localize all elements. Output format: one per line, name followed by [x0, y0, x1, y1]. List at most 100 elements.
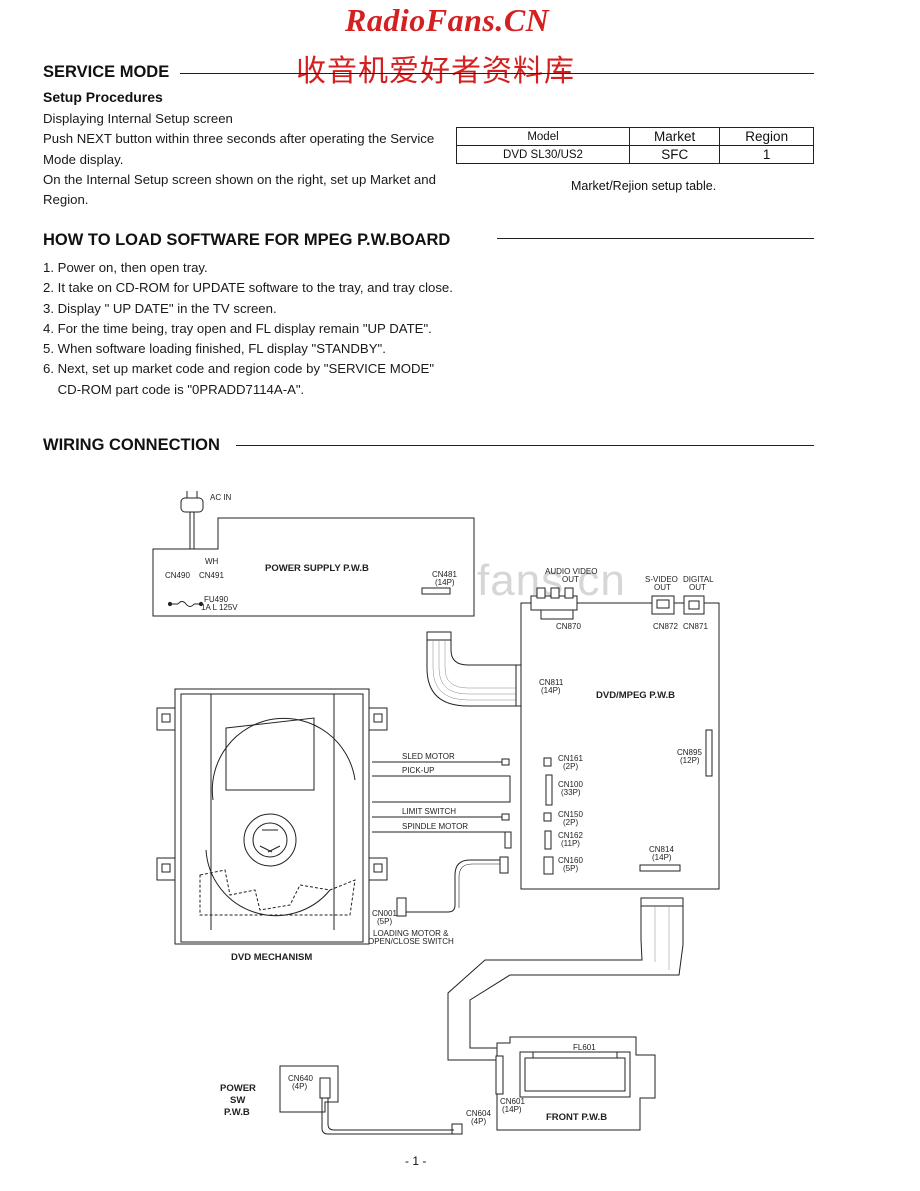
cn161-label: CN161 [558, 754, 583, 763]
ac-in-label: AC IN [210, 493, 232, 502]
fl601-display [519, 1051, 631, 1098]
cn640-label: CN640 [288, 1074, 313, 1083]
service-line-3: Mode display. [43, 151, 124, 167]
cn895-pins: (12P) [680, 756, 700, 765]
service-mode-rule [180, 73, 814, 74]
cn870-label: CN870 [556, 622, 581, 631]
wiring-title: WIRING CONNECTION [43, 436, 224, 455]
cn001-label: CN001 [372, 909, 397, 918]
loading-motor-label: LOADING MOTOR & [373, 929, 449, 938]
s-video-label: S-VIDEO [645, 575, 678, 584]
cn814-connector [639, 864, 681, 872]
service-line-1: Displaying Internal Setup screen [43, 111, 233, 126]
cn481-connector [421, 587, 451, 595]
sled-motor-plug [501, 758, 510, 766]
power-sw-label-2: SW [230, 1095, 245, 1106]
dvd-mpeg-label: DVD/MPEG P.W.B [596, 690, 675, 701]
cn162-label: CN162 [558, 831, 583, 840]
digital-out-label: OUT [689, 583, 706, 592]
table-caption: Market/Rejion setup table. [571, 179, 717, 193]
loading-motor-plug [499, 856, 509, 874]
cn640-connector [319, 1077, 331, 1099]
open-close-label: OPEN/CLOSE SWITCH [368, 937, 454, 946]
cn895-connector [705, 729, 713, 777]
cn871-label: CN871 [683, 622, 708, 631]
step-2: 2. It take on CD-ROM for UPDATE software… [43, 280, 453, 296]
cn162-pins: (11P) [561, 839, 580, 848]
cn001-pins: (5P) [377, 917, 392, 926]
audio-video-out-label: OUT [562, 575, 579, 584]
brand-watermark-en: RadioFans.CN [345, 2, 550, 38]
power-supply-board [152, 517, 475, 617]
cn490-label: CN490 [165, 571, 190, 580]
pick-up-label: PICK-UP [402, 766, 434, 775]
service-line-2: Push NEXT button within three seconds af… [43, 131, 435, 147]
dvd-mpeg-board [520, 602, 720, 890]
power-supply-label: POWER SUPPLY P.W.B [265, 563, 369, 574]
th-region: Region [719, 127, 814, 146]
dvd-mechanism-label: DVD MECHANISM [231, 952, 312, 963]
fuse-rating-label: 1A L 125V [201, 603, 238, 612]
cn811-pins: (14P) [541, 686, 561, 695]
page-number: - 1 - [405, 1154, 427, 1168]
ribbon-cable-cn481 [426, 631, 525, 707]
cn001-connector [396, 897, 407, 917]
power-sw-cable [321, 1098, 454, 1135]
cn872-label: CN872 [653, 622, 678, 631]
cn150-pins: (2P) [563, 818, 578, 827]
power-sw-label-3: P.W.B [224, 1107, 250, 1118]
cn601-label: CN601 [500, 1097, 525, 1106]
step-3: 3. Display " UP DATE" in the TV screen. [43, 300, 277, 316]
limit-switch-plug [501, 813, 510, 821]
step-1: 1. Power on, then open tray. [43, 260, 208, 275]
td-region: 1 [719, 145, 814, 164]
loading-motor-wire [405, 859, 505, 913]
s-video-out-label: OUT [654, 583, 671, 592]
sled-motor-label: SLED MOTOR [402, 752, 455, 761]
power-sw-label-1: POWER [220, 1083, 256, 1094]
wiring-rule [236, 445, 814, 446]
cn150-connector [543, 812, 552, 822]
limit-switch-label: LIMIT SWITCH [402, 807, 456, 816]
load-software-title: HOW TO LOAD SOFTWARE FOR MPEG P.W.BOARD [43, 231, 455, 250]
td-market: SFC [628, 145, 721, 164]
fuse-icon [167, 601, 204, 607]
cn601-connector [495, 1055, 504, 1095]
cn640-pins: (4P) [292, 1082, 307, 1091]
step-4: 4. For the time being, tray open and FL … [43, 320, 432, 336]
service-mode-title: SERVICE MODE [43, 63, 174, 82]
cn481-label: CN481 [432, 570, 457, 579]
spindle-motor-label: SPINDLE MOTOR [402, 822, 468, 831]
table-row: DVD SL30/US2 SFC 1 [456, 145, 814, 164]
pick-up-flex [372, 775, 511, 803]
cn491-label: CN491 [199, 571, 224, 580]
digital-label: DIGITAL [683, 575, 714, 584]
service-line-5: Region. [43, 192, 89, 208]
market-region-table: Model Market Region DVD SL30/US2 SFC 1 [456, 127, 814, 164]
fu490-label: FU490 [204, 595, 229, 604]
ribbon-cable-cn814 [447, 897, 684, 1061]
cn601-pins: (14P) [502, 1105, 522, 1114]
cn604-connector [451, 1123, 463, 1135]
cn814-pins: (14P) [652, 853, 672, 862]
cn160-connector [543, 856, 554, 875]
cn100-connector [545, 774, 553, 806]
th-market: Market [628, 127, 721, 146]
cn604-pins: (4P) [471, 1117, 486, 1126]
cn814-label: CN814 [649, 845, 674, 854]
audio-video-label: AUDIO VIDEO [545, 567, 597, 576]
service-mode-text: Displaying Internal Setup screen Push NE… [43, 109, 436, 210]
cn162-connector [544, 830, 552, 850]
td-model: DVD SL30/US2 [456, 145, 630, 164]
cn160-pins: (5P) [563, 864, 578, 873]
front-pwb-label: FRONT P.W.B [546, 1112, 607, 1123]
step-6-part-code: CD-ROM part code is "0PRADD7114A-A". [43, 381, 305, 397]
setup-procedures-heading: Setup Procedures [43, 89, 163, 105]
table-header-row: Model Market Region [456, 127, 814, 146]
cn161-pins: (2P) [563, 762, 578, 771]
load-steps-list: 1. Power on, then open tray. 2. It take … [43, 258, 453, 400]
step-5: 5. When software loading finished, FL di… [43, 341, 386, 357]
cn160-label: CN160 [558, 856, 583, 865]
cn150-label: CN150 [558, 810, 583, 819]
